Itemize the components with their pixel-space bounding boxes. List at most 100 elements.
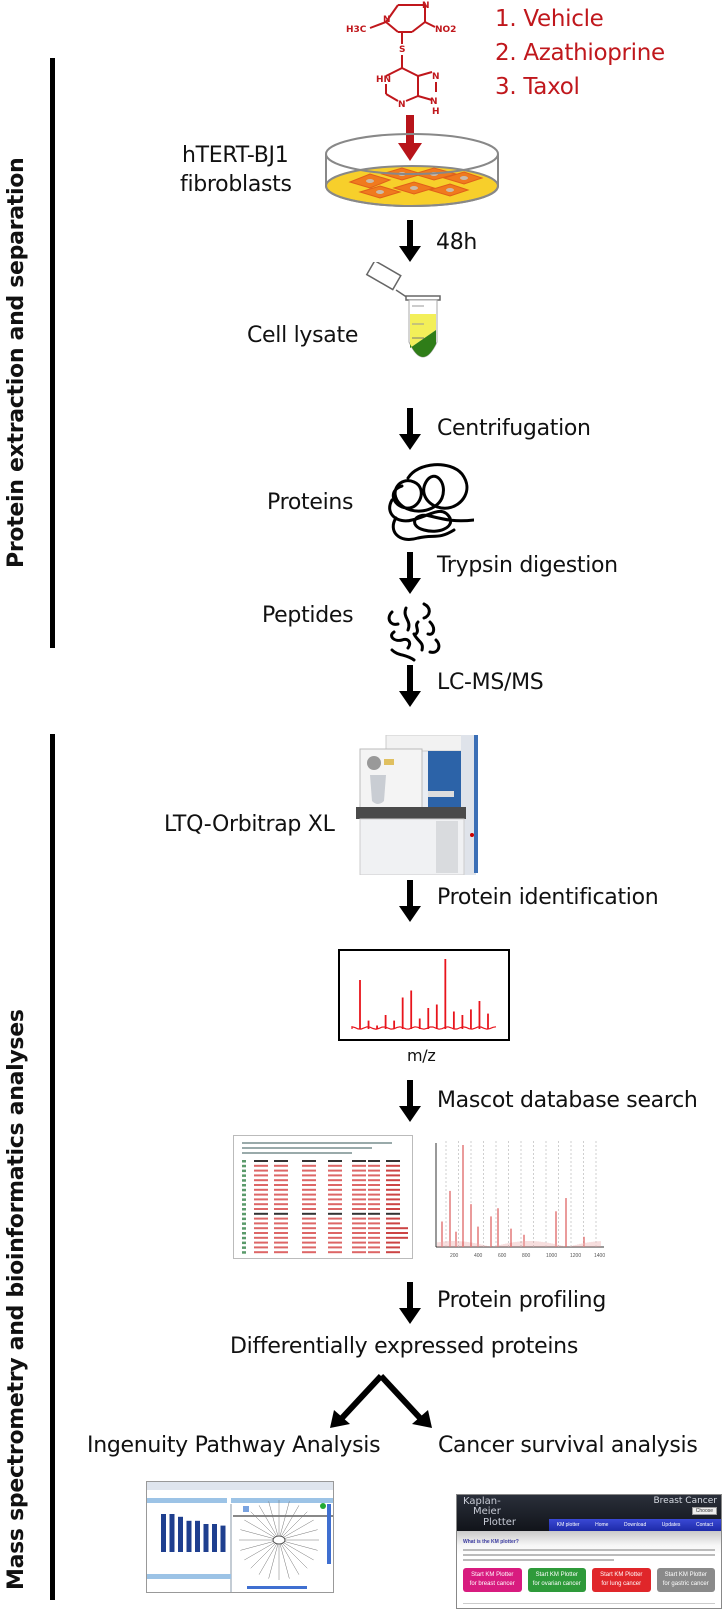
- km-button-line1: Start KM Plotter: [535, 1572, 578, 1578]
- ipa-scrollbar[interactable]: [247, 1586, 307, 1589]
- km-button-line2: for gastric cancer: [662, 1581, 709, 1587]
- ipa-edge: [278, 1539, 300, 1575]
- ipa-edge: [278, 1539, 314, 1561]
- table-cell: [302, 1241, 316, 1244]
- table-cell: [368, 1203, 380, 1206]
- ipa-titlebar: [147, 1482, 333, 1490]
- table-cell: [274, 1169, 288, 1172]
- km-nav-download[interactable]: Download: [624, 1522, 647, 1528]
- ipa-edge: [278, 1539, 308, 1569]
- step-48h: 48h: [436, 230, 478, 255]
- ipa-edge: [244, 1539, 280, 1561]
- svg-text:N: N: [432, 72, 440, 82]
- table-cell: [274, 1184, 288, 1186]
- row-checkbox: [242, 1184, 246, 1187]
- table-cell: [328, 1251, 342, 1254]
- table-cell: [254, 1208, 268, 1210]
- ipa-panel-bar: [147, 1574, 231, 1579]
- x-tick-label: 800: [522, 1253, 531, 1259]
- row-checkbox: [242, 1217, 246, 1221]
- table-cell: [352, 1227, 366, 1230]
- svg-text:HN: HN: [376, 75, 391, 85]
- table-cell: [368, 1241, 380, 1244]
- dep-label: Differentially expressed proteins: [230, 1334, 578, 1359]
- table-cell: [352, 1188, 366, 1191]
- step-trypsin-digestion: Trypsin digestion: [437, 553, 618, 578]
- km-plotter-screenshot-thumbnail: Kaplan- Meier Plotter Breast Cancer Choo…: [456, 1494, 722, 1609]
- peptide-sequence: [386, 1236, 408, 1239]
- row-checkbox: [242, 1246, 246, 1249]
- down-arrow-icon: [399, 1080, 421, 1122]
- ipa-bar: [195, 1520, 200, 1552]
- table-cell: [352, 1246, 366, 1249]
- table-cell: [302, 1164, 316, 1167]
- ipa-vscrollbar[interactable]: [327, 1504, 331, 1564]
- peptide-sequence: [386, 1203, 400, 1206]
- ipa-edge: [278, 1539, 290, 1579]
- table-cell: [352, 1203, 366, 1206]
- ipa-node-highlight: [320, 1503, 326, 1509]
- table-cell: [352, 1184, 366, 1186]
- step-lcms: LC-MS/MS: [437, 670, 544, 695]
- table-cell: [368, 1212, 380, 1215]
- table-cell: [368, 1179, 380, 1182]
- table-cell: [328, 1232, 342, 1234]
- orbitrap-instrument-icon: [356, 735, 478, 875]
- ipa-edge: [250, 1511, 280, 1541]
- km-nav-updates[interactable]: Updates: [661, 1522, 681, 1528]
- peptide-sequence: [386, 1217, 400, 1220]
- km-nav-kmplotter[interactable]: KM plotter: [556, 1522, 580, 1528]
- microcentrifuge-tube-icon: [365, 262, 441, 358]
- table-cell: [328, 1160, 342, 1162]
- ipa-edge: [268, 1539, 280, 1579]
- table-cell: [302, 1227, 316, 1230]
- peptides-label: Peptides: [262, 603, 354, 628]
- ipa-bar: [186, 1520, 192, 1552]
- row-checkbox: [242, 1222, 246, 1225]
- table-cell: [254, 1251, 268, 1254]
- km-title-line2: Meier: [473, 1506, 501, 1517]
- mass-spectrum-panel: [338, 949, 510, 1041]
- table-cell: [274, 1232, 288, 1234]
- table-cell: [368, 1208, 380, 1210]
- km-description: [463, 1549, 715, 1561]
- table-cell: [302, 1188, 316, 1191]
- down-arrow-icon: [399, 665, 421, 707]
- table-cell: [328, 1198, 342, 1201]
- peptides-icon: [387, 602, 441, 662]
- ipa-bar: [169, 1514, 175, 1552]
- km-question: What is the KM plotter?: [463, 1539, 519, 1545]
- table-cell: [368, 1198, 380, 1201]
- ipa-edge: [244, 1519, 280, 1541]
- table-cell: [328, 1164, 342, 1167]
- row-checkbox: [242, 1179, 246, 1182]
- table-cell: [328, 1169, 342, 1172]
- x-tick-label: 200: [450, 1253, 459, 1259]
- table-cell: [254, 1212, 268, 1215]
- x-tick-label: 400: [474, 1253, 483, 1259]
- ipa-screenshot-thumbnail: [146, 1481, 334, 1593]
- section-label-protein-extraction: Protein extraction and separation: [4, 157, 29, 568]
- km-nav-contact[interactable]: Contact: [695, 1522, 714, 1528]
- table-cell: [302, 1160, 316, 1162]
- row-checkbox: [242, 1208, 246, 1211]
- ipa-edge: [278, 1501, 290, 1541]
- table-cell: [274, 1212, 288, 1215]
- table-cell: [254, 1246, 268, 1249]
- peptide-sequence: [386, 1193, 400, 1196]
- table-header-line: [242, 1147, 372, 1149]
- km-nav-home[interactable]: Home: [595, 1522, 609, 1528]
- protein-scribble-icon: [388, 463, 474, 541]
- table-cell: [302, 1184, 316, 1186]
- table-cell: [352, 1208, 366, 1210]
- peptide-sequence: [386, 1174, 400, 1177]
- table-cell: [302, 1169, 316, 1172]
- svg-text:N: N: [422, 1, 430, 11]
- km-language-select[interactable]: Choose: [691, 1507, 717, 1515]
- ipa-edge: [278, 1529, 318, 1541]
